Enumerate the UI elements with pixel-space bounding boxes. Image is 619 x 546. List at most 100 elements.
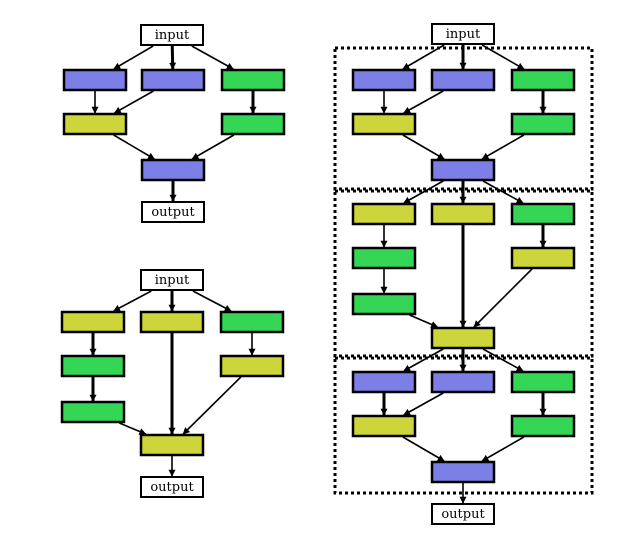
yellow-op-box [139, 433, 205, 457]
blue-op-box [430, 460, 496, 484]
blue-op-box [430, 158, 496, 182]
edge-c-b5-to-c-y6 [403, 392, 444, 416]
output-box [140, 476, 204, 498]
c-b4-blue-op-node [351, 370, 417, 394]
yellow-op-box [430, 202, 496, 226]
edge-a-in-to-a-g1 [191, 45, 234, 70]
blue-op-box [140, 158, 206, 182]
c-b5-blue-op-node [430, 370, 496, 394]
c-out-output-node: output [431, 503, 495, 525]
edge-c-y5-to-c-b4 [403, 348, 444, 372]
nodes: input output input output input output [60, 23, 576, 525]
b-y4-yellow-op-node [139, 433, 205, 457]
output-box [431, 503, 495, 525]
c-g5-green-op-node [351, 292, 417, 316]
yellow-op-box [60, 310, 126, 334]
b-in-input-node: input [140, 269, 204, 291]
edge-c-b3-to-c-g3 [482, 180, 524, 204]
input-box [431, 23, 495, 45]
c-y5-yellow-op-node [430, 326, 496, 350]
input-box [140, 269, 204, 291]
green-op-box [510, 202, 576, 226]
edge-b-in-to-b-y1 [113, 290, 152, 312]
b-g2-green-op-node [60, 354, 126, 378]
edges [89, 44, 547, 504]
yellow-op-box [139, 310, 205, 334]
edge-c-b2-to-c-y1 [403, 90, 444, 114]
a-b3-blue-op-node [140, 158, 206, 182]
edge-c-y1-to-c-b3 [402, 134, 445, 160]
c-g4-green-op-node [351, 246, 417, 270]
green-op-box [510, 370, 576, 394]
a-out-output-node: output [141, 201, 205, 223]
c-b3-blue-op-node [430, 158, 496, 182]
green-op-box [220, 68, 286, 92]
a-b1-blue-op-node [62, 68, 128, 92]
edge-c-g2-to-c-b3 [481, 134, 525, 160]
b-y3-yellow-op-node [219, 354, 285, 378]
green-op-box [510, 112, 576, 136]
c-in-input-node: input [431, 23, 495, 45]
edge-a-g2-to-a-b3 [191, 134, 235, 160]
edge-c-y6-to-c-b6 [402, 436, 445, 462]
c-g6-green-op-node [510, 370, 576, 394]
yellow-op-box [430, 326, 496, 350]
green-op-box [220, 112, 286, 136]
yellow-op-box [62, 112, 128, 136]
c-g2-green-op-node [510, 112, 576, 136]
input-label: input [155, 28, 190, 43]
green-op-box [351, 246, 417, 270]
edge-c-y4-to-c-y5 [473, 268, 533, 328]
edge-c-y5-to-c-g6 [482, 348, 524, 372]
green-op-box [510, 414, 576, 438]
blue-op-box [351, 370, 417, 394]
edge-c-b3-to-c-y2 [403, 180, 444, 204]
edge-b-g3-to-b-y4 [119, 422, 147, 435]
b-y1-yellow-op-node [60, 310, 126, 334]
blue-op-box [62, 68, 128, 92]
yellow-op-box [351, 202, 417, 226]
c-g7-green-op-node [510, 414, 576, 438]
output-box [141, 201, 205, 223]
input-label: input [155, 273, 190, 288]
a-b2-blue-op-node [140, 68, 206, 92]
c-y3-yellow-op-node [430, 202, 496, 226]
c-y1-yellow-op-node [351, 112, 417, 136]
c-b6-blue-op-node [430, 460, 496, 484]
a-g1-green-op-node [220, 68, 286, 92]
yellow-op-box [510, 246, 576, 270]
green-op-box [351, 292, 417, 316]
b-g1-green-op-node [219, 310, 285, 334]
blue-op-box [430, 370, 496, 394]
b-y2-yellow-op-node [139, 310, 205, 334]
edge-a-in-to-a-b1 [113, 45, 154, 70]
a-in-input-node: input [140, 24, 204, 46]
edge-c-in-to-c-g1 [481, 44, 525, 70]
edge-b-y3-to-b-y4 [182, 376, 242, 435]
c-b1-blue-op-node [351, 68, 417, 92]
edge-b-in-to-b-g1 [192, 290, 232, 312]
a-y1-yellow-op-node [62, 112, 128, 136]
blue-op-box [140, 68, 206, 92]
edge-a-in-to-a-b2 [169, 45, 177, 70]
yellow-op-box [351, 112, 417, 136]
c-g1-green-op-node [510, 68, 576, 92]
output-label: output [151, 205, 195, 220]
yellow-op-box [219, 354, 285, 378]
c-b2-blue-op-node [430, 68, 496, 92]
a-g2-green-op-node [220, 112, 286, 136]
b-g3-green-op-node [60, 400, 126, 424]
b-out-output-node: output [140, 476, 204, 498]
blue-op-box [351, 68, 417, 92]
edge-a-b2-to-a-y1 [113, 90, 154, 114]
green-op-box [60, 354, 126, 378]
c-g3-green-op-node [510, 202, 576, 226]
green-op-box [510, 68, 576, 92]
output-label: output [150, 480, 194, 495]
edge-c-g5-to-c-y5 [409, 314, 439, 328]
c-y2-yellow-op-node [351, 202, 417, 226]
green-op-box [219, 310, 285, 334]
edge-c-g7-to-c-b6 [481, 436, 525, 462]
edge-a-y1-to-a-b3 [113, 134, 155, 160]
c-y4-yellow-op-node [510, 246, 576, 270]
